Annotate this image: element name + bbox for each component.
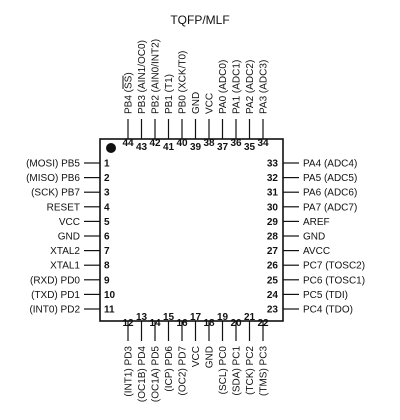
pin-name: PB1 (T1) bbox=[164, 74, 175, 114]
pin-number: 8 bbox=[104, 261, 110, 272]
pin-number: 36 bbox=[230, 138, 242, 149]
pin-number: 12 bbox=[122, 318, 134, 329]
pin-name: (SCL) PC0 bbox=[218, 346, 229, 395]
pin-number: 42 bbox=[149, 138, 161, 149]
pin-name: (TCK) PC2 bbox=[245, 346, 256, 395]
pin-name: PC7 (TOSC2) bbox=[303, 261, 365, 272]
pin-name: (TMS) PC3 bbox=[259, 346, 270, 396]
pin-number: 13 bbox=[136, 312, 148, 323]
pin-number: 26 bbox=[267, 261, 279, 272]
pin-number: 15 bbox=[163, 312, 175, 323]
pin-number: 35 bbox=[244, 142, 256, 153]
pin-number: 27 bbox=[267, 246, 279, 257]
package-title: TQFP/MLF bbox=[170, 13, 229, 27]
pin-number: 37 bbox=[217, 142, 229, 153]
pin-name: GND bbox=[303, 232, 325, 243]
pin-name: PA5 (ADC5) bbox=[303, 173, 357, 184]
pin-name: PB3 (AIN1/OC0) bbox=[137, 40, 148, 114]
pin-number: 4 bbox=[104, 202, 110, 213]
pin-number: 24 bbox=[267, 290, 279, 301]
pin-name: GND bbox=[58, 232, 80, 243]
pin-number: 38 bbox=[203, 138, 215, 149]
pin-name: PA6 (ADC6) bbox=[303, 188, 357, 199]
pin-number: 11 bbox=[104, 305, 115, 316]
pin-number: 22 bbox=[257, 318, 269, 329]
pin-name: GND bbox=[205, 346, 216, 368]
pin-number: 2 bbox=[104, 173, 110, 184]
pin-name: AVCC bbox=[303, 246, 330, 257]
pin-number: 44 bbox=[122, 138, 134, 149]
pin-number: 5 bbox=[104, 217, 110, 228]
pin-name: (RXD) PD0 bbox=[30, 275, 80, 286]
pin-number: 28 bbox=[267, 232, 279, 243]
pin-number: 10 bbox=[104, 290, 116, 301]
pin-number: 7 bbox=[104, 246, 110, 257]
pin-name: (TXD) PD1 bbox=[31, 290, 80, 301]
pin-name: AREF bbox=[303, 217, 330, 228]
pin-name: VCC bbox=[59, 217, 80, 228]
pin-name: GND bbox=[191, 92, 202, 114]
pin-name: (ICP) PD6 bbox=[164, 346, 175, 392]
pin-name: (OC2) PD7 bbox=[178, 346, 189, 396]
pin-number: 23 bbox=[267, 305, 279, 316]
pin-name: (INT0) PD2 bbox=[29, 305, 80, 316]
pin-name: XTAL2 bbox=[50, 246, 80, 257]
pin-number: 40 bbox=[176, 138, 188, 149]
pin-name: PA0 (ADC0) bbox=[218, 60, 229, 114]
pin-name: PB0 (XCK/T0) bbox=[178, 51, 189, 114]
pin-number: 34 bbox=[257, 138, 269, 149]
pin-name: (OC1B) PD4 bbox=[137, 346, 148, 403]
pin-number: 30 bbox=[267, 202, 279, 213]
chip-body bbox=[99, 138, 284, 322]
pin-number: 17 bbox=[190, 312, 202, 323]
pin-number: 9 bbox=[104, 275, 110, 286]
pin-number: 20 bbox=[230, 318, 242, 329]
pin-name: RESET bbox=[47, 202, 80, 213]
pin-name: (MISO) PB6 bbox=[26, 173, 80, 184]
pin-number: 16 bbox=[176, 318, 188, 329]
pin-name: PB4 (SS) bbox=[124, 72, 135, 114]
pin-name: VCC bbox=[205, 93, 216, 114]
pin-name: PC6 (TOSC1) bbox=[303, 275, 365, 286]
pin-name: XTAL1 bbox=[50, 261, 80, 272]
pin-name: PC4 (TDO) bbox=[303, 305, 353, 316]
pin-name: PC5 (TDI) bbox=[303, 290, 348, 301]
pin-name: PA1 (ADC1) bbox=[232, 60, 243, 114]
pin-number: 25 bbox=[267, 275, 279, 286]
pin-name: PA4 (ADC4) bbox=[303, 159, 357, 170]
pin1-marker-dot bbox=[106, 143, 116, 153]
pin-number: 3 bbox=[104, 188, 110, 199]
pin-number: 39 bbox=[190, 142, 202, 153]
pin-name: PA2 (ADC2) bbox=[245, 60, 256, 114]
pin-number: 6 bbox=[104, 232, 110, 243]
pin-number: 19 bbox=[217, 312, 229, 323]
pin-number: 14 bbox=[149, 318, 161, 329]
pin-name: (OC1A) PD5 bbox=[151, 346, 162, 403]
pin-number: 41 bbox=[163, 142, 175, 153]
pin-name: PA3 (ADC3) bbox=[259, 60, 270, 114]
pin-number: 43 bbox=[136, 142, 148, 153]
pin-name: (SDA) PC1 bbox=[232, 346, 243, 396]
pin-number: 33 bbox=[267, 159, 279, 170]
pin-name: (INT1) PD3 bbox=[124, 346, 135, 397]
pin-name: PB2 (AIN0/INT2) bbox=[151, 39, 162, 114]
pin-number: 32 bbox=[267, 173, 279, 184]
pin-number: 29 bbox=[267, 217, 279, 228]
pin-number: 21 bbox=[244, 312, 256, 323]
pin-number: 18 bbox=[203, 318, 215, 329]
pin-name: VCC bbox=[191, 346, 202, 367]
pin-name: PA7 (ADC7) bbox=[303, 202, 357, 213]
pin-name: (SCK) PB7 bbox=[31, 188, 80, 199]
pin-number: 31 bbox=[267, 188, 279, 199]
pin-number: 1 bbox=[104, 159, 110, 170]
pin-name: (MOSI) PB5 bbox=[26, 159, 80, 170]
